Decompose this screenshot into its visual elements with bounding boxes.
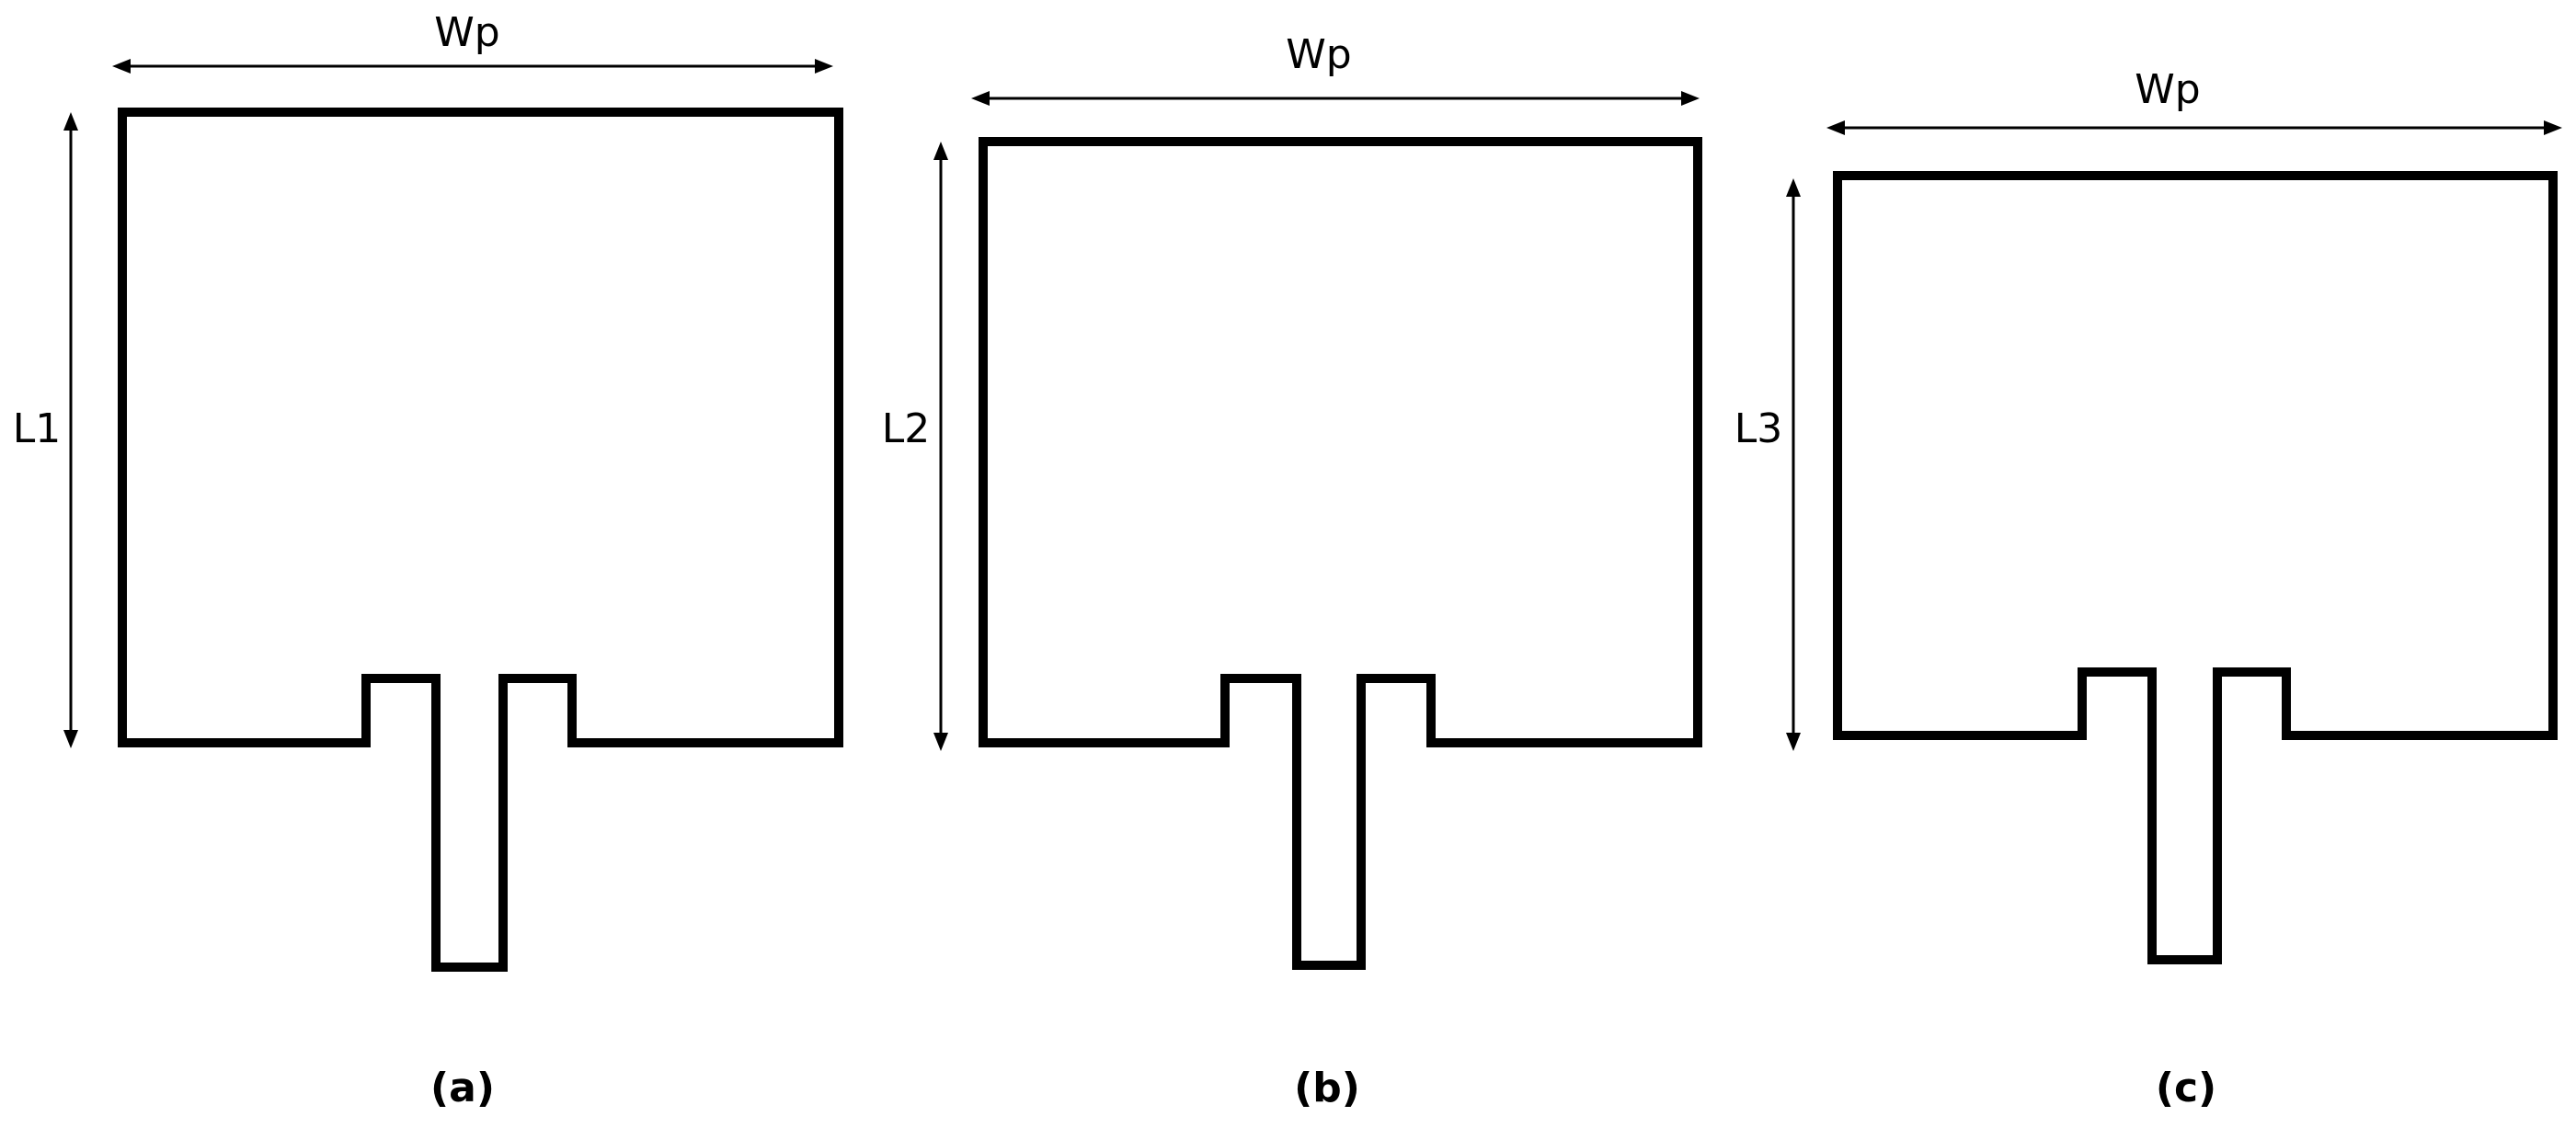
length-label-c: L3 xyxy=(1735,405,1783,452)
patch-outline-c xyxy=(1833,171,2558,964)
panel-c: Wp L3 (c) xyxy=(1735,66,2562,1111)
length-dimension-arrow-c xyxy=(1786,178,1801,751)
panel-b: Wp L2 (b) xyxy=(882,31,1702,1111)
patch-outline-b xyxy=(979,137,1702,970)
length-dimension-arrow-b xyxy=(933,142,948,751)
caption-a: (a) xyxy=(430,1065,495,1111)
length-label-a: L1 xyxy=(13,405,62,452)
width-dimension-arrow-c xyxy=(1826,120,2562,135)
caption-b: (b) xyxy=(1294,1065,1360,1111)
panel-a: Wp L1 (a) xyxy=(13,9,843,1111)
width-label-b: Wp xyxy=(1286,31,1351,78)
width-label-a: Wp xyxy=(434,9,499,56)
width-label-c: Wp xyxy=(2135,66,2200,113)
caption-c: (c) xyxy=(2156,1065,2216,1111)
length-dimension-arrow-a xyxy=(63,112,78,748)
patch-outline-a xyxy=(118,108,843,972)
width-dimension-arrow-b xyxy=(971,91,1700,106)
length-label-b: L2 xyxy=(882,405,931,452)
width-dimension-arrow-a xyxy=(112,59,833,74)
